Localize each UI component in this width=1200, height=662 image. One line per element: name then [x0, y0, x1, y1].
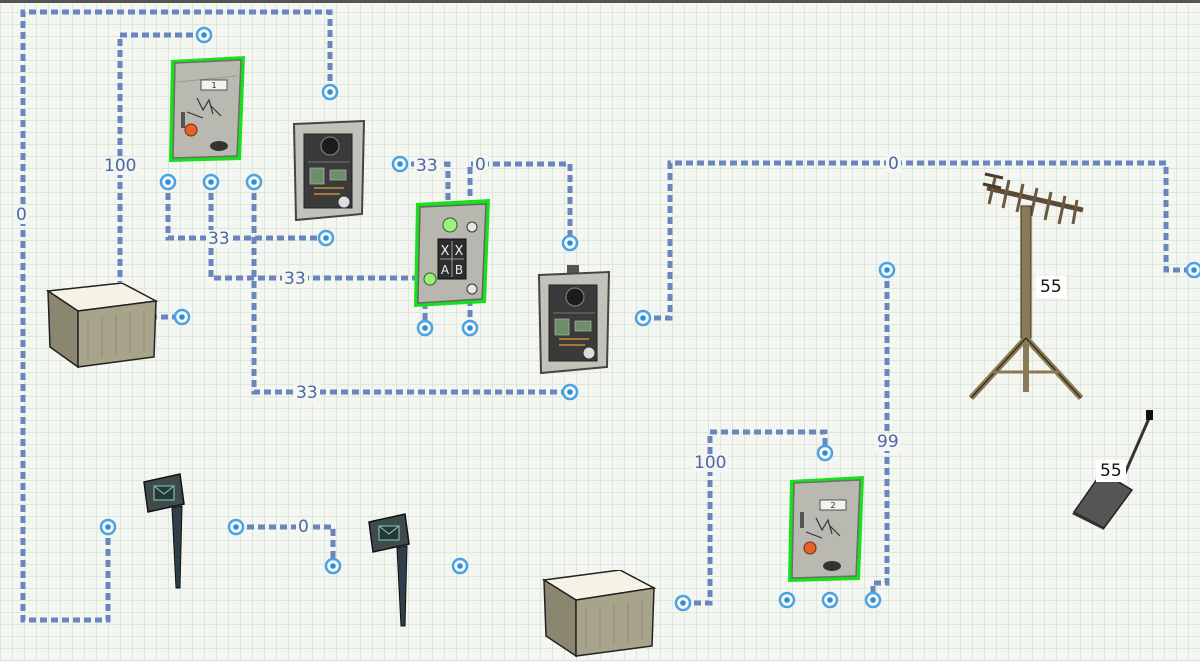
antenna-value: 55: [1036, 276, 1066, 298]
connection-port[interactable]: [195, 26, 213, 44]
wire-value-label: 100: [102, 156, 139, 176]
wire[interactable]: [643, 160, 1195, 321]
relay-box[interactable]: [290, 118, 370, 228]
connection-port[interactable]: [317, 229, 335, 247]
connection-port[interactable]: [391, 155, 409, 173]
fuse-box-selected[interactable]: 1: [167, 52, 249, 168]
connection-port[interactable]: [778, 591, 796, 609]
wire-value-label: 0: [296, 517, 311, 537]
panel-letter: X: [455, 244, 464, 259]
wire-value-label: 33: [414, 156, 440, 176]
wire[interactable]: [20, 9, 333, 623]
wire-value-label: 0: [473, 155, 488, 175]
connection-port[interactable]: [821, 591, 839, 609]
connection-port[interactable]: [202, 173, 220, 191]
connection-port[interactable]: [245, 173, 263, 191]
connection-port[interactable]: [1185, 261, 1200, 279]
wire-value-label: 0: [886, 154, 901, 174]
connection-port[interactable]: [674, 594, 692, 612]
wire[interactable]: [870, 270, 890, 600]
connection-port[interactable]: [561, 383, 579, 401]
wire[interactable]: [683, 429, 828, 606]
wire-value-label: 33: [294, 383, 320, 403]
wire[interactable]: [236, 524, 336, 566]
wire-value-label: 33: [282, 269, 308, 289]
wire-value-label: 0: [14, 205, 29, 225]
signal-receiver[interactable]: [140, 472, 192, 594]
wire-value-label: 99: [875, 432, 901, 452]
connection-port[interactable]: [159, 173, 177, 191]
connection-port[interactable]: [324, 557, 342, 575]
wire[interactable]: [208, 182, 430, 281]
connection-port[interactable]: [461, 319, 479, 337]
connection-port[interactable]: [321, 83, 339, 101]
top-toolbar-edge: [0, 0, 1200, 3]
wire-value-label: 33: [206, 229, 232, 249]
signal-receiver[interactable]: [365, 512, 417, 634]
panel-letter: B: [455, 263, 463, 277]
logic-panel-selected[interactable]: X X A B: [410, 195, 494, 313]
battery-box[interactable]: [541, 569, 658, 662]
fuse-box-selected[interactable]: 2: [786, 472, 868, 588]
wire-value-label: 100: [692, 453, 729, 473]
connection-port[interactable]: [878, 261, 896, 279]
connection-port[interactable]: [227, 518, 245, 536]
relay-box[interactable]: [535, 265, 615, 381]
wire[interactable]: [251, 182, 570, 395]
connection-port[interactable]: [416, 319, 434, 337]
connection-port[interactable]: [634, 309, 652, 327]
fuse-box-number: 2: [830, 501, 835, 510]
connection-port[interactable]: [816, 444, 834, 462]
antenna-tripod[interactable]: [965, 160, 1095, 408]
panel-letter: A: [441, 263, 450, 277]
handheld-transmitter[interactable]: [1070, 408, 1160, 534]
connection-port[interactable]: [864, 591, 882, 609]
connection-port[interactable]: [451, 557, 469, 575]
connection-port[interactable]: [173, 308, 191, 326]
wire[interactable]: [165, 182, 326, 241]
connection-port[interactable]: [99, 518, 117, 536]
transmitter-value: 55: [1096, 460, 1126, 482]
fuse-box-number: 1: [211, 81, 216, 90]
panel-letter: X: [441, 244, 450, 259]
connection-port[interactable]: [561, 234, 579, 252]
battery-box[interactable]: [45, 282, 160, 375]
